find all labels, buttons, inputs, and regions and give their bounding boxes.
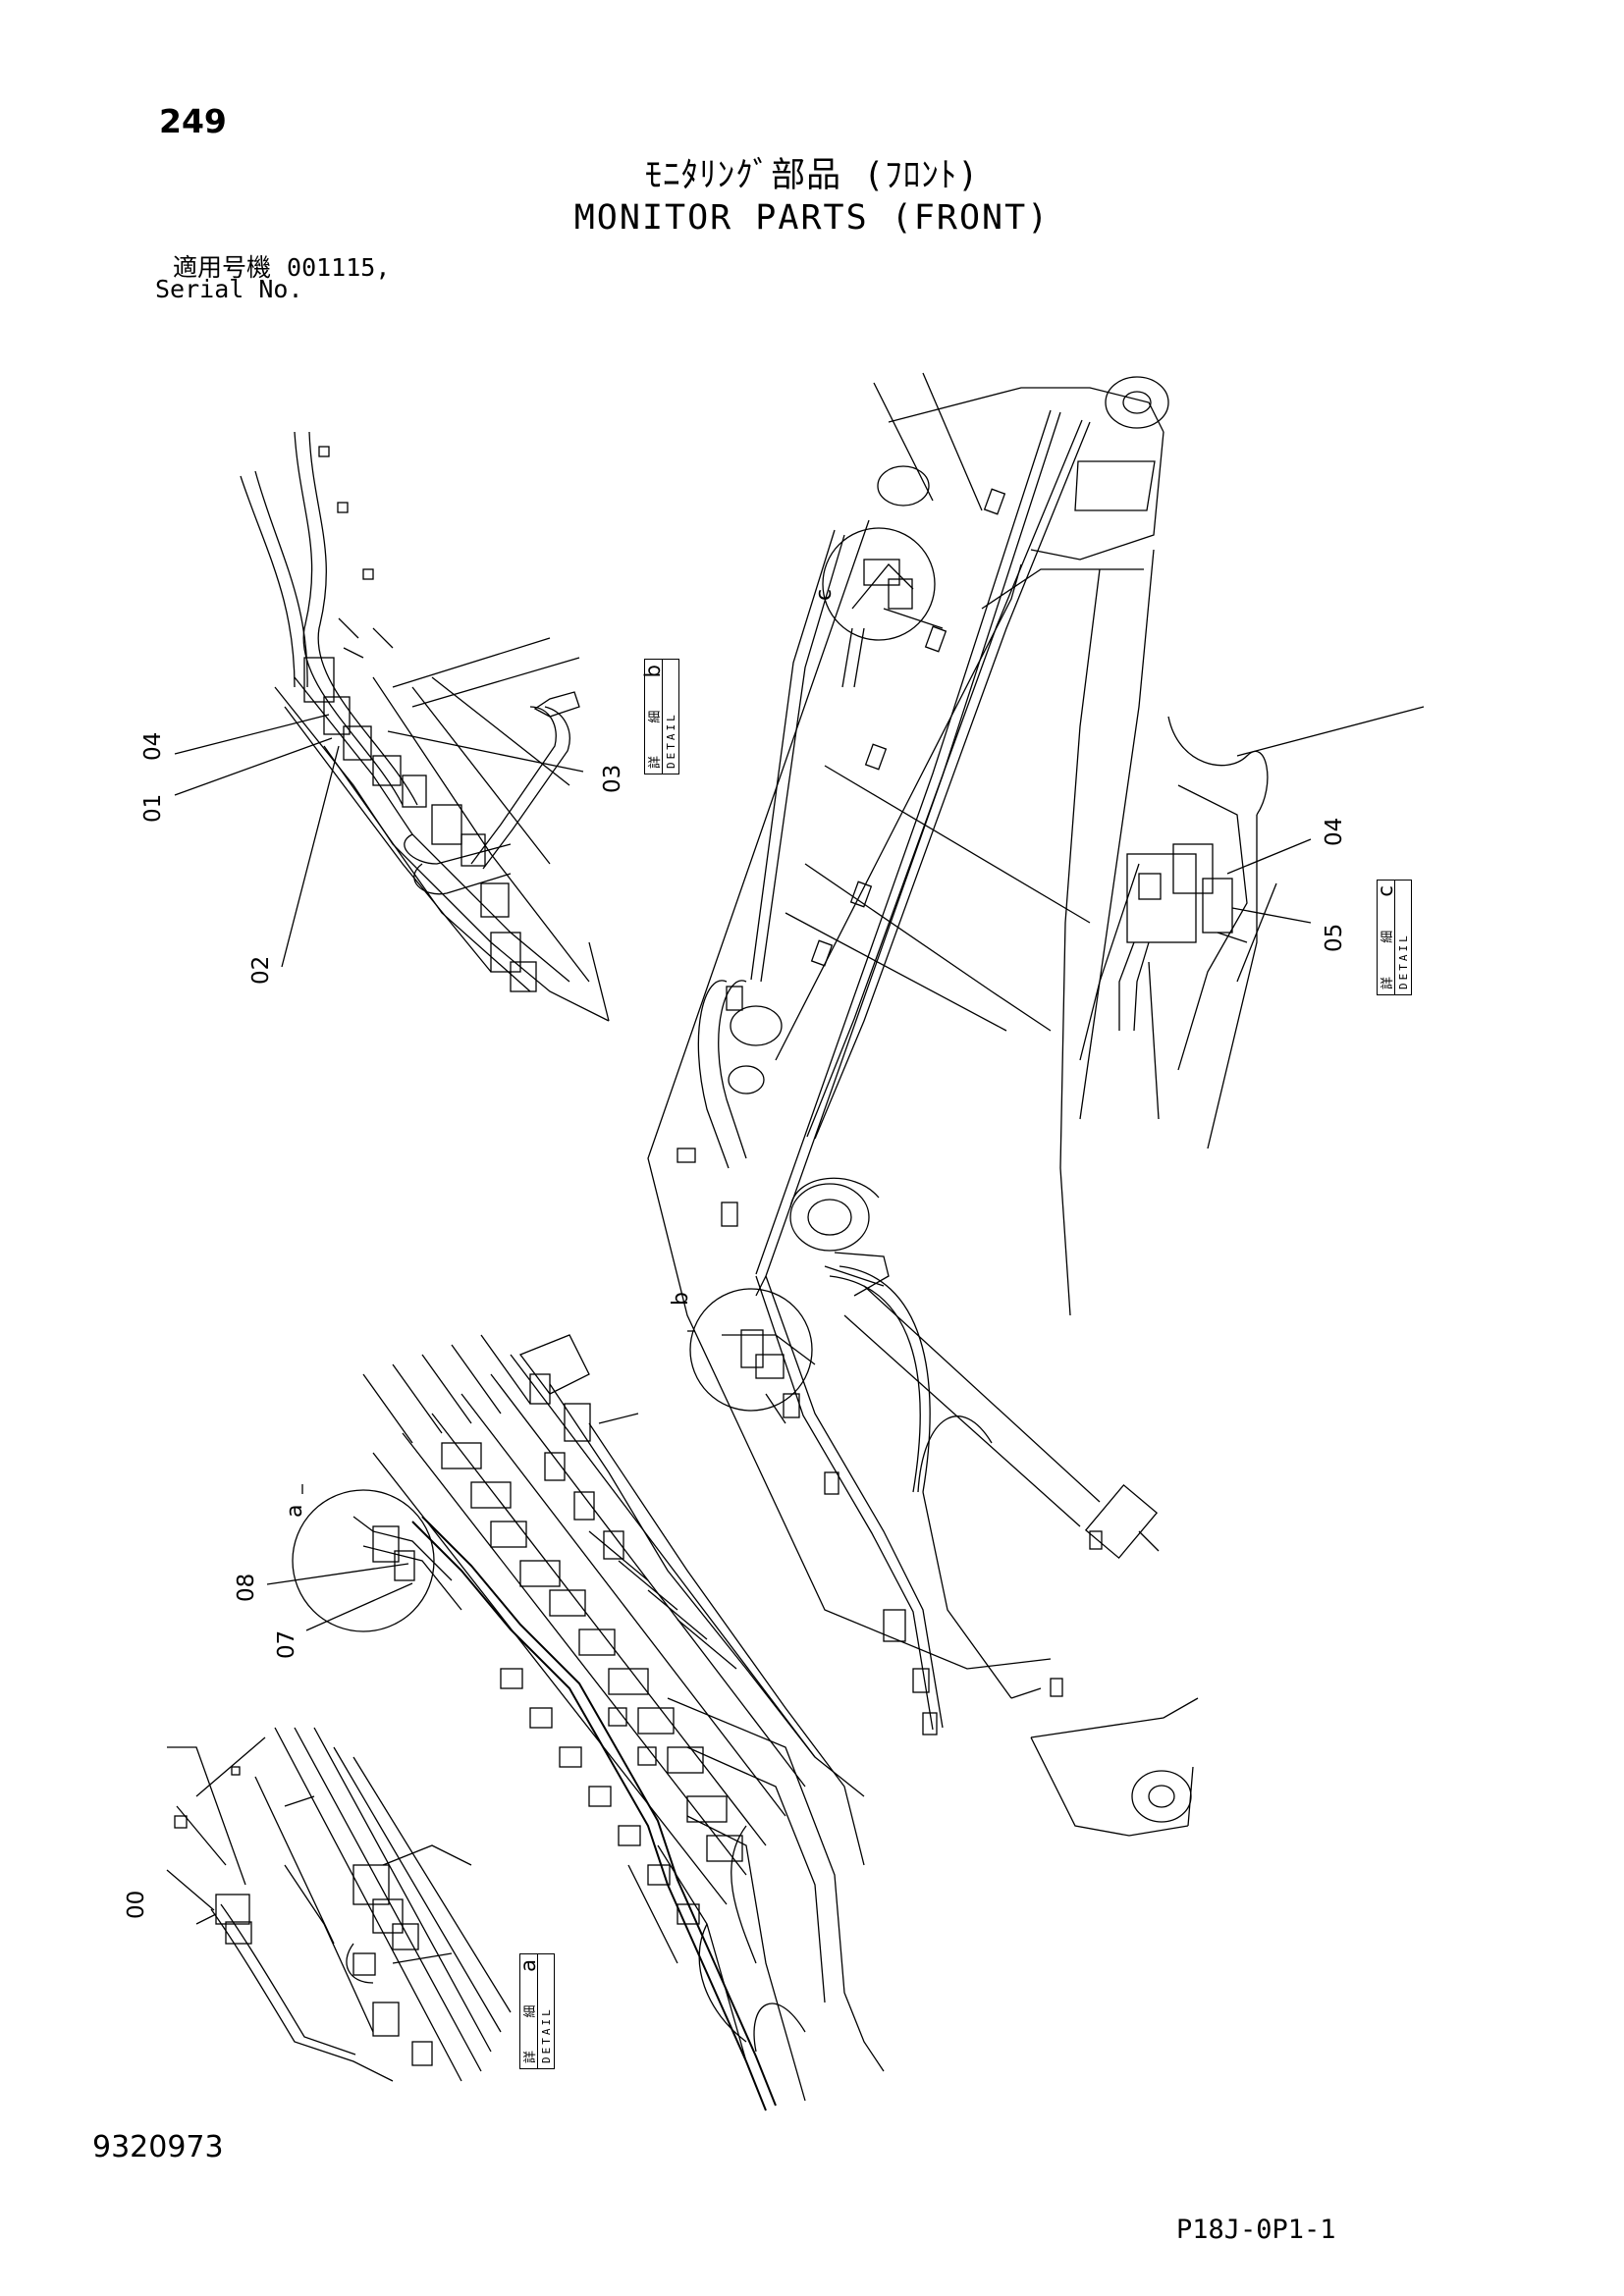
base-assembly-view: a 08 07: [234, 1334, 885, 2111]
callout-b-04: 04: [140, 732, 166, 761]
detail-a-label: 詳 細 a DETAIL: [515, 1953, 555, 2069]
serial-label: Serial No.: [155, 275, 303, 303]
page-code: P18J-0P1-1: [1176, 2215, 1336, 2245]
callout-b-03: 03: [600, 765, 625, 793]
detail-b-label: 詳 細 b DETAIL: [640, 659, 679, 774]
callout-a-00: 00: [124, 1891, 149, 1919]
page-title-japanese: ﾓﾆﾀﾘﾝｸﾞ部品 (ﾌﾛﾝﾄ): [644, 156, 980, 195]
page-title: MONITOR PARTS (FRONT): [573, 198, 1051, 238]
callout-a-07: 07: [274, 1630, 299, 1659]
detail-c-kanji-1: 詳: [1380, 976, 1395, 989]
detail-b-kanji-2: 細: [647, 710, 663, 723]
detail-c-word: DETAIL: [1397, 933, 1410, 989]
serial-value: 001115,: [287, 253, 391, 282]
circle-label-b: b: [669, 1292, 693, 1306]
applicable-serial-line: 適用号機 001115,: [173, 248, 390, 284]
detail-circle-b: b: [669, 1288, 816, 1424]
circle-label-a: a: [283, 1505, 307, 1518]
callout-c-05: 05: [1322, 924, 1347, 952]
callout-a-08: 08: [234, 1574, 259, 1602]
detail-c-kanji-2: 細: [1380, 930, 1395, 943]
callout-b-02: 02: [248, 956, 274, 985]
detail-b-kanji-1: 詳: [647, 755, 663, 769]
circle-label-c: c: [812, 589, 837, 601]
detail-c-letter: c: [1373, 885, 1397, 897]
applicable-label: 適用号機: [173, 253, 272, 282]
detail-c-view: 04 05: [1079, 706, 1425, 1149]
detail-a-view: 00: [124, 1727, 512, 2082]
detail-a-word: DETAIL: [540, 2006, 553, 2063]
detail-circle-c: c: [812, 527, 936, 688]
drawing-number: 9320973: [92, 2130, 224, 2164]
detail-a-kanji-2: 細: [522, 2004, 538, 2018]
page-number: 249: [159, 102, 227, 140]
detail-a-kanji-1: 詳: [522, 2050, 538, 2063]
detail-b-word: DETAIL: [665, 712, 677, 769]
boom-assembly: [647, 372, 1199, 1837]
detail-b-letter: b: [640, 665, 665, 678]
callout-b-01: 01: [140, 794, 166, 823]
detail-b-view: 04 01 03 02: [140, 431, 625, 1022]
detail-c-label: 詳 細 c DETAIL: [1373, 880, 1412, 995]
callout-c-04: 04: [1322, 818, 1347, 846]
detail-a-letter: a: [515, 1959, 540, 1972]
